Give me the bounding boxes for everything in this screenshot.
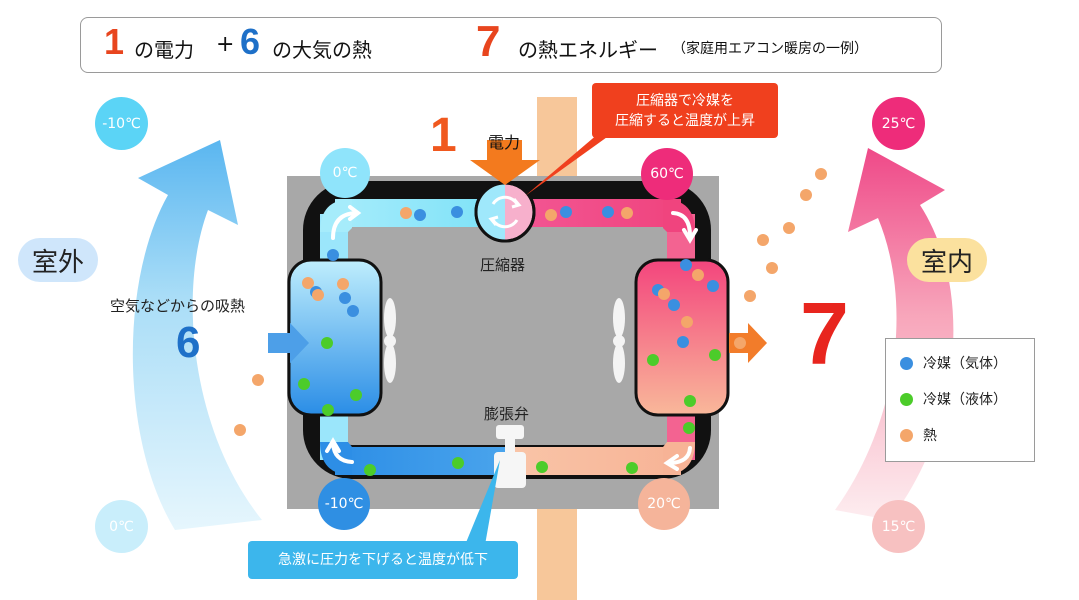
heat-particles — [234, 168, 827, 436]
power-label: 電力 — [488, 133, 521, 152]
title-air-text: の大気の熱 — [272, 38, 372, 62]
title-power-number: 1 — [104, 21, 125, 62]
liquid-particles — [298, 337, 721, 476]
compressor-label: 圧縮器 — [480, 256, 526, 274]
temp-coil-bottom-left: -10℃ — [318, 478, 370, 530]
temp-coil-top-right: 60℃ — [641, 148, 693, 200]
temp-coil-bottom-right: 20℃ — [638, 478, 690, 530]
compressor-callout: 圧縮器で冷媒を 圧縮すると温度が上昇 — [592, 83, 778, 138]
temp-indoor-bottom: 15℃ — [872, 500, 925, 553]
flow-arrows — [325, 205, 698, 471]
title-air-number: 6 — [240, 21, 261, 62]
heat-dot-icon — [900, 428, 913, 442]
legend-label: 冷媒（気体） — [923, 356, 1007, 372]
compressor-callout-pointer — [525, 122, 628, 196]
title-plus: + — [216, 32, 235, 57]
gas-particles — [310, 206, 719, 348]
title-note: （家庭用エアコン暖房の一例） — [672, 41, 868, 57]
title-total-text: の熱エネルギー — [518, 38, 658, 62]
power-number: 1 — [430, 109, 457, 162]
temp-coil-top-left: 0℃ — [320, 148, 370, 198]
outdoor-air-arrow — [132, 140, 262, 530]
legend-item-liquid: 冷媒（液体） — [900, 389, 1007, 409]
valve-callout-pointer — [465, 460, 500, 545]
legend-item-gas: 冷媒（気体） — [900, 353, 1007, 373]
temp-outdoor-bottom: 0℃ — [95, 500, 148, 553]
gas-dot-icon — [900, 356, 913, 370]
output-number: 7 — [800, 284, 849, 383]
outdoor-label: 室外 — [18, 238, 98, 282]
title-box — [80, 17, 942, 73]
valve-callout: 急激に圧力を下げると温度が低下 — [248, 541, 518, 579]
indoor-air-arrow — [835, 148, 954, 520]
temp-indoor-top: 25℃ — [872, 97, 925, 150]
liquid-dot-icon — [900, 392, 913, 406]
temp-outdoor-top: -10℃ — [95, 97, 148, 150]
legend-label: 冷媒（液体） — [923, 392, 1007, 408]
indoor-label: 室内 — [907, 238, 987, 282]
right-fan-icon — [613, 298, 625, 383]
absorb-number: 6 — [176, 318, 201, 367]
power-arrow — [470, 140, 540, 185]
output-arrow — [729, 323, 767, 363]
title-power-text: の電力 — [134, 38, 194, 62]
absorb-label: 空気などからの吸熱 — [110, 297, 246, 315]
legend-label: 熱 — [923, 428, 937, 444]
expansion-valve-icon — [494, 425, 526, 488]
legend: 冷媒（気体） 冷媒（液体） 熱 — [885, 338, 1035, 462]
absorb-arrow — [268, 323, 309, 363]
valve-label: 膨張弁 — [484, 405, 530, 423]
legend-item-heat: 熱 — [900, 425, 937, 445]
left-fan-icon — [384, 298, 396, 383]
compressor-rotation-icon — [488, 195, 522, 229]
title-total-number: 7 — [476, 17, 501, 66]
